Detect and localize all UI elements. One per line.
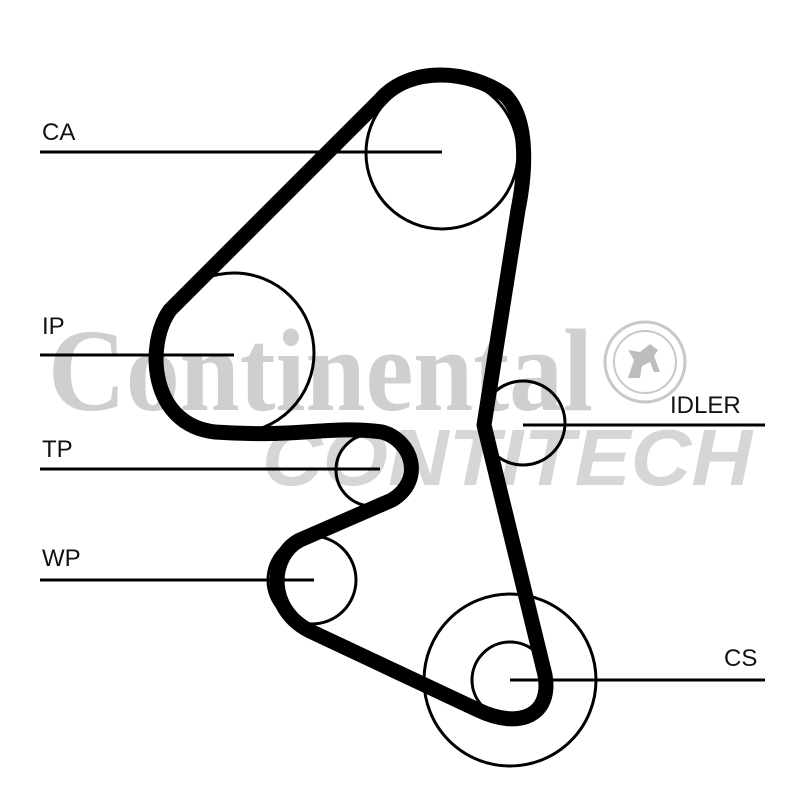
label-ca: CA — [42, 119, 75, 146]
label-idler: IDLER — [670, 392, 741, 419]
label-ip: IP — [42, 313, 65, 340]
label-cs: CS — [724, 645, 757, 672]
label-wp: WP — [42, 545, 81, 572]
labels: CA IP TP WP IDLER CS — [42, 119, 757, 672]
leader-lines — [40, 150, 765, 682]
label-tp: TP — [42, 436, 73, 463]
horse-seal-icon — [603, 320, 687, 404]
